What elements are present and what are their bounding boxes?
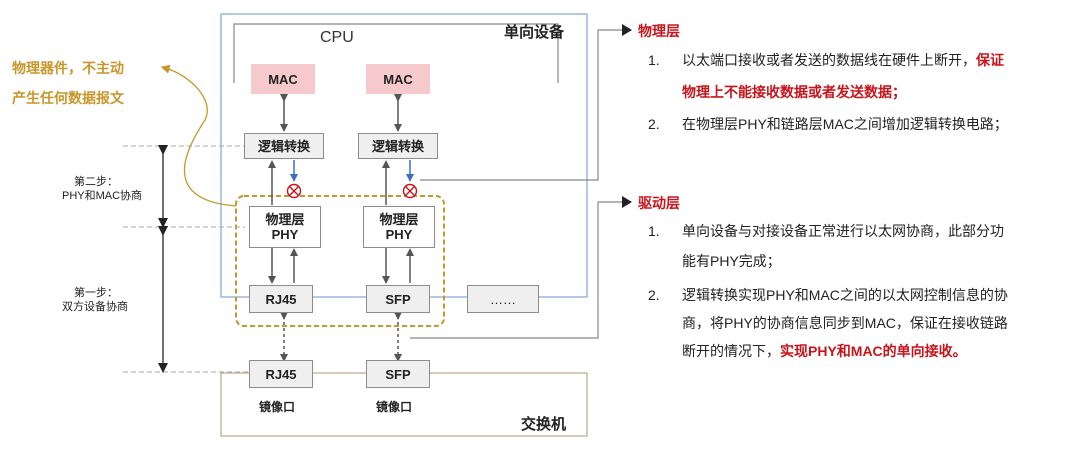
mirror-label-right: 镜像口 [376,400,413,414]
physical-item-2: 2. 在物理层PHY和链路层MAC之间增加逻辑转换电路； [648,111,1068,137]
physical-item-1-num: 1. [648,52,660,68]
phy-left-line2: PHY [271,227,299,242]
driver-item-1-num: 1. [648,223,660,239]
leader-driver [410,201,622,339]
phy-port-group [235,195,445,327]
step1-line2: 双方设备协商 [62,301,128,313]
physical-item-1-red-line2: 物理上不能接收数据或者发送数据； [682,84,906,100]
cpu-label: CPU [320,29,354,46]
driver-item-2: 2. 逻辑转换实现PHY和MAC之间的以太网控制信息的协 商，将PHY的协商信息… [648,282,1068,372]
driver-item-1-line1: 单向设备与对接设备正常进行以太网协商，此部分功 [682,223,1004,239]
driver-item-1-line2: 能有PHY完成； [682,253,781,269]
driver-item-2-line3: 断开的情况下， [682,343,780,359]
physical-item-1-red: 保证 [976,52,1004,68]
mac-box-right: MAC [366,64,430,94]
phy-left-line1: 物理层 [265,212,305,227]
device-port-sfp: SFP [366,285,430,313]
device-port-rj45: RJ45 [249,285,313,313]
physical-item-1-text: 以太端口接收或者发送的数据线在硬件上断开， [682,52,976,68]
driver-item-2-line1: 逻辑转换实现PHY和MAC之间的以太网控制信息的协 [682,287,1008,303]
driver-item-2-num: 2. [648,287,660,303]
driver-layer-title: 驱动层 [638,195,680,211]
physical-item-2-num: 2. [648,116,660,132]
mirror-label-left: 镜像口 [259,400,296,414]
phy-right-line2: PHY [385,227,413,242]
phy-box-left: 物理层 PHY [249,206,321,248]
leader-physical [420,29,622,181]
switch-title: 交换机 [521,416,567,433]
logic-box-right: 逻辑转换 [358,133,438,159]
step1-line1: 第一步： [74,287,118,299]
cpu-bracket [233,23,559,83]
physical-item-2-text: 在物理层PHY和链路层MAC之间增加逻辑转换电路； [682,116,1008,132]
physical-item-1: 1. 以太端口接收或者发送的数据线在硬件上断开，保证 物理上不能接收数据或者发送… [648,47,1068,107]
physical-layer-title: 物理层 [638,23,680,39]
break-marker-left [286,183,302,199]
device-port-more: …… [467,285,539,313]
logic-box-left: 逻辑转换 [244,133,324,159]
phy-box-right: 物理层 PHY [363,206,435,248]
switch-port-sfp: SFP [366,360,430,388]
switch-port-rj45: RJ45 [249,360,313,388]
step2-line2: PHY和MAC协商 [62,190,143,202]
note-line2: 产生任何数据报文 [12,90,124,106]
driver-item-2-line3-red: 实现PHY和MAC的单向接收。 [780,343,967,359]
break-marker-right [402,183,418,199]
phy-right-line1: 物理层 [379,212,419,227]
device-title: 单向设备 [504,24,565,41]
step2-line1: 第二步： [74,176,118,188]
driver-item-2-line2: 商，将PHY的协商信息同步到MAC，保证在接收链路 [682,315,1008,331]
driver-item-1: 1. 单向设备与对接设备正常进行以太网协商，此部分功 能有PHY完成； [648,218,1068,278]
mac-box-left: MAC [251,64,315,94]
note-line1: 物理器件，不主动 [12,60,124,76]
note-arrow [160,64,237,207]
